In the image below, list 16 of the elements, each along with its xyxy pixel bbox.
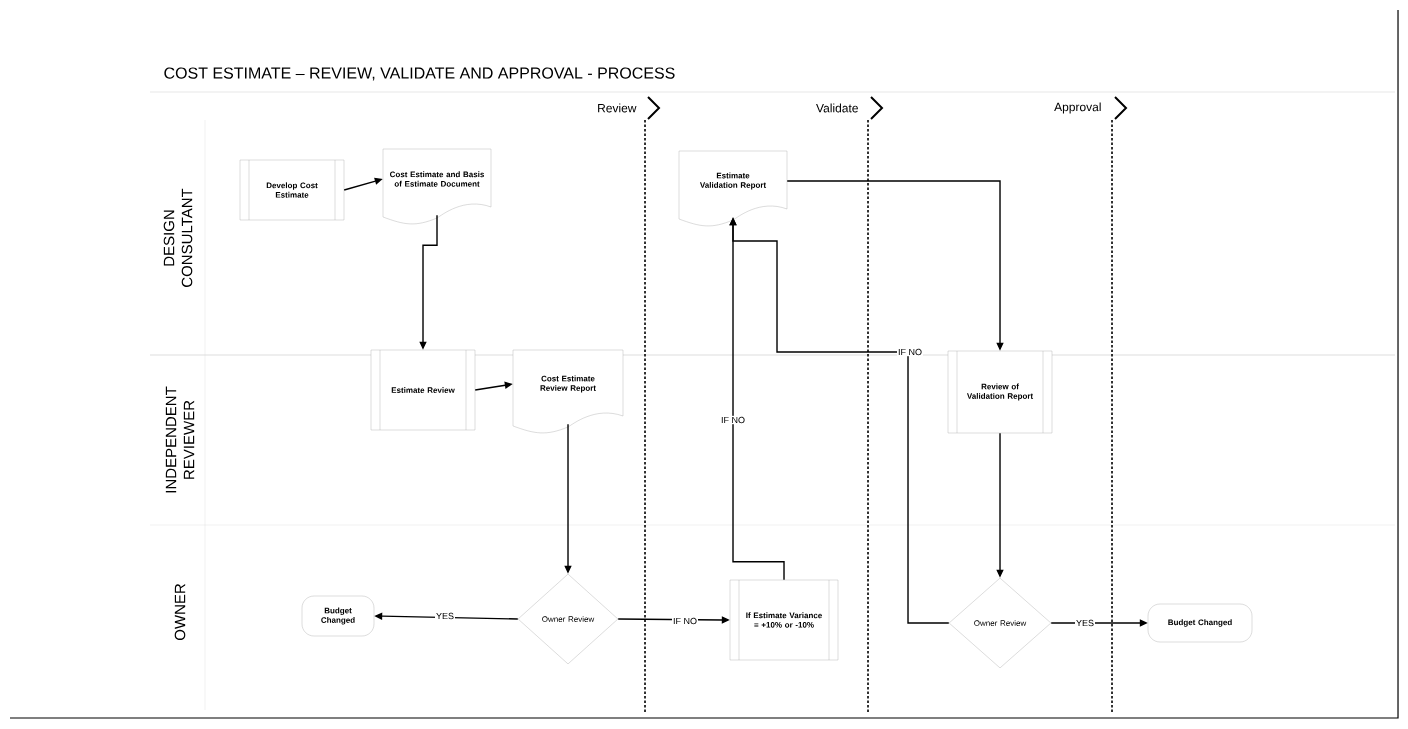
- lane-label: INDEPENDENT REVIEWER: [165, 386, 195, 493]
- phase-label: Approval: [1054, 102, 1101, 114]
- process-box: If Estimate Variance = +10% or -10%: [729, 579, 839, 661]
- edge-label: IF NO: [720, 415, 746, 425]
- lane-label: OWNER: [174, 583, 186, 641]
- process-box: Review of Validation Report: [947, 350, 1053, 434]
- edge-label: IF NO: [897, 347, 923, 357]
- edge-label: YES: [1075, 618, 1095, 628]
- edge-label: IF NO: [672, 616, 698, 626]
- title: COST ESTIMATE – REVIEW, VALIDATE AND APPROVAL - PROCESS: [164, 67, 675, 81]
- edge-label: YES: [435, 611, 455, 621]
- phase-label: Review: [598, 103, 637, 113]
- process-box: Estimate Review: [370, 349, 476, 431]
- phase-label: Validate: [816, 103, 858, 113]
- lane-label: DESIGN CONSULTANT: [163, 188, 193, 287]
- process-box: Develop Cost Estimate: [239, 159, 345, 221]
